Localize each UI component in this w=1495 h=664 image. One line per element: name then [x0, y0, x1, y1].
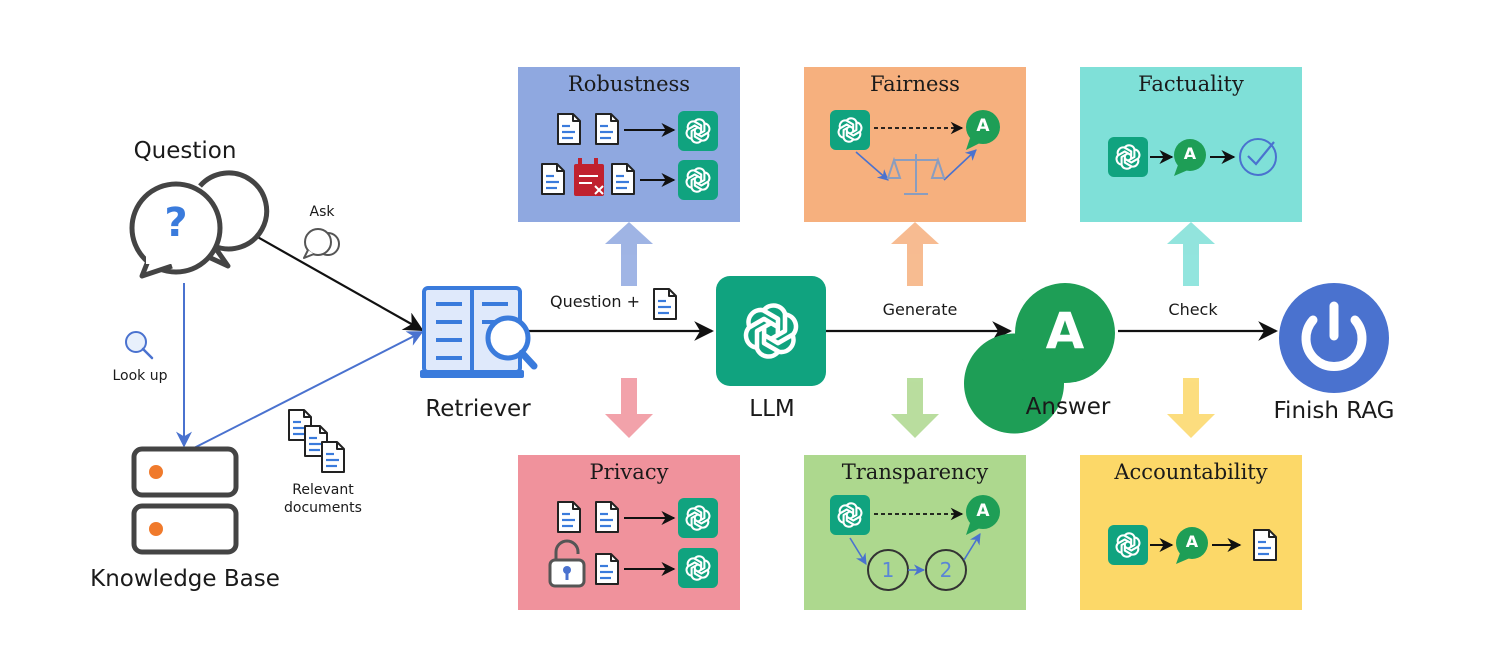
scales-icon	[886, 154, 946, 195]
privacy-row2	[548, 539, 718, 588]
step-2-circle	[925, 549, 967, 591]
generate-label: Generate	[882, 300, 958, 319]
transparency-answer-glyph: A	[976, 501, 990, 521]
up-arrow-factuality	[1167, 222, 1215, 286]
check-circle-icon	[1239, 138, 1277, 176]
llm-label: LLM	[749, 396, 795, 422]
panel-title-fairness: Fairness	[870, 72, 960, 96]
transparency-step-1: 1	[881, 558, 895, 582]
robustness-row2	[540, 158, 718, 200]
panel-title-accountability: Accountability	[1114, 460, 1268, 484]
question-mark-glyph: ?	[164, 200, 188, 246]
privacy-row1	[556, 498, 718, 538]
question-label: Question	[133, 138, 237, 164]
question-doc-icon	[652, 287, 678, 321]
retriever-label: Retriever	[425, 396, 531, 422]
panel-title-factuality: Factuality	[1138, 72, 1244, 96]
ask-label: Ask	[309, 204, 335, 220]
finish-rag-label: Finish RAG	[1273, 398, 1395, 424]
up-arrow-fairness	[891, 222, 939, 286]
ask-bubbles-icon	[303, 228, 340, 259]
relevant-documents-label-1: Relevant	[292, 482, 354, 498]
corrupted-doc-icon	[574, 158, 604, 196]
panel-title-privacy: Privacy	[589, 460, 669, 484]
check-label: Check	[1168, 300, 1218, 319]
accountability-answer-glyph: A	[1185, 532, 1199, 551]
accountability-diagram	[1108, 525, 1278, 565]
look-up-label: Look up	[112, 368, 168, 384]
down-arrow-accountability	[1167, 378, 1215, 438]
question-icon	[129, 170, 270, 279]
relevant-docs-arrow	[189, 331, 424, 451]
answer-icon	[964, 283, 1115, 434]
factuality-diagram	[1108, 137, 1277, 177]
down-arrow-privacy	[605, 378, 653, 438]
magnifier-icon	[125, 331, 154, 360]
knowledge-base-label: Knowledge Base	[90, 566, 280, 592]
factuality-answer-glyph: A	[1183, 144, 1197, 163]
robustness-row1	[556, 111, 718, 151]
finish-rag-icon	[1279, 283, 1389, 393]
question-plus-label: Question +	[549, 292, 641, 311]
retriever-icon	[420, 286, 538, 378]
transparency-step-2: 2	[939, 558, 953, 582]
answer-glyph: A	[1045, 302, 1085, 360]
panel-title-robustness: Robustness	[567, 72, 691, 96]
llm-icon	[716, 276, 826, 386]
knowledge-base-icon	[131, 446, 239, 555]
relevant-documents-icon	[287, 408, 346, 474]
down-arrow-transparency	[891, 378, 939, 438]
up-arrow-robustness	[605, 222, 653, 286]
relevant-documents-label-2: documents	[284, 500, 362, 516]
lock-icon	[548, 539, 586, 588]
fairness-answer-glyph: A	[976, 116, 990, 136]
ask-arrow	[237, 225, 424, 331]
transparency-diagram	[830, 495, 1000, 591]
fairness-diagram	[830, 110, 1000, 195]
panel-title-transparency: Transparency	[841, 460, 989, 484]
answer-label: Answer	[1025, 394, 1111, 420]
